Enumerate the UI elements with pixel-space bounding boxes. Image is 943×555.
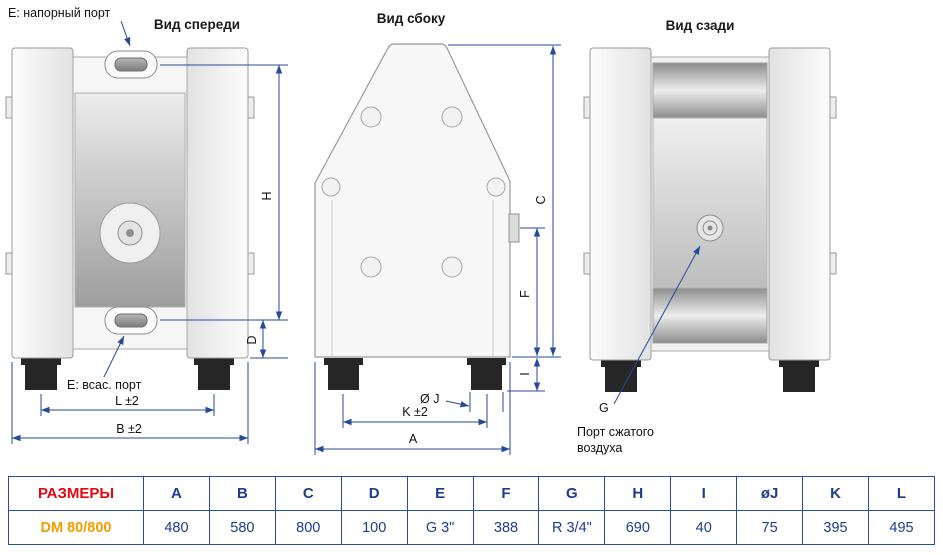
front-left-flange [11,47,74,359]
rear-view-title: Вид сзади [666,18,735,33]
dim-label-K: K ±2 [402,405,428,419]
col-header-K: K [802,476,869,511]
suction-port-label: E: всас. порт [67,378,142,392]
value-D: 100 [340,510,408,545]
value-F: 388 [472,510,540,545]
side-foot-left [324,358,363,390]
col-header-F: F [472,476,540,511]
col-header-D: D [340,476,408,511]
col-header-J: øJ [736,476,804,511]
model-cell: DM 80/800 [8,510,144,545]
air-port-caption-line2: воздуха [577,441,622,455]
value-A: 480 [143,510,210,545]
rear-top-band [652,62,768,119]
col-header-E: E [406,476,474,511]
dim-label-L: L ±2 [115,394,139,408]
side-boss [486,177,506,197]
front-foot-left [21,358,61,390]
rear-view-annotations [613,245,701,405]
col-header-C: C [274,476,342,511]
rear-left-flange [589,47,652,361]
side-boss [360,106,382,128]
table-header-razmery: РАЗМЕРЫ [8,476,144,511]
rear-foot-left [601,360,641,392]
air-port-inner [702,220,718,236]
dim-label-I: I [518,372,532,375]
col-header-I: I [670,476,738,511]
value-G: R 3/4" [538,510,606,545]
rear-right-flange [768,47,831,361]
value-E: G 3" [406,510,474,545]
front-metal-band [74,92,186,308]
value-H: 690 [604,510,672,545]
side-foot-right [467,358,506,390]
dim-label-F: F [518,290,532,298]
rear-view-drawing [583,47,837,392]
front-view-title: Вид спереди [154,17,240,32]
rear-mid-panel [652,117,768,289]
rear-foot-right [779,360,819,392]
front-right-flange [186,47,249,359]
air-port-caption-line1: Порт сжатого [577,425,654,439]
dim-label-H: H [260,191,274,200]
front-foot-right [194,358,234,390]
side-view-title: Вид сбоку [377,11,446,26]
side-boss [360,256,382,278]
col-header-B: B [208,476,276,511]
value-B: 580 [208,510,276,545]
value-C: 800 [274,510,342,545]
value-L: 495 [867,510,936,545]
dim-label-J: Ø J [420,392,439,406]
side-view-drawing [314,43,520,390]
dim-label-D: D [245,335,259,344]
col-header-A: A [143,476,210,511]
suction-port-slot [114,313,148,328]
dim-label-B: B ±2 [116,422,142,436]
pressure-port-slot [114,57,148,72]
value-J: 75 [736,510,804,545]
pump-drawings: E: напорный порт Вид спереди Вид сбоку В… [5,6,837,455]
col-header-L: L [867,476,936,511]
pressure-port-label: E: напорный порт [8,6,111,20]
front-hub-center [126,229,134,237]
side-boss [441,256,463,278]
front-view-drawing [5,47,255,390]
dim-label-C: C [534,195,548,204]
col-header-G: G [538,476,606,511]
col-header-H: H [604,476,672,511]
table-row: DM 80/800 480 580 800 100 G 3" 388 R 3/4… [8,510,936,545]
side-air-inlet [508,213,520,243]
table-header-row: РАЗМЕРЫ A B C D E F G H I øJ K L [8,476,936,511]
rear-bottom-band [652,287,768,344]
air-port-letter: G [599,401,609,415]
dim-label-A: A [409,432,418,446]
air-port-center [707,225,713,231]
value-K: 395 [802,510,869,545]
value-I: 40 [670,510,738,545]
front-view-dimensions [11,20,288,444]
side-view-dimensions [314,44,561,455]
side-boss [441,106,463,128]
dimensions-table: РАЗМЕРЫ A B C D E F G H I øJ K L DM 80/8… [8,476,936,545]
side-boss [321,177,341,197]
side-body-outline [314,43,511,358]
